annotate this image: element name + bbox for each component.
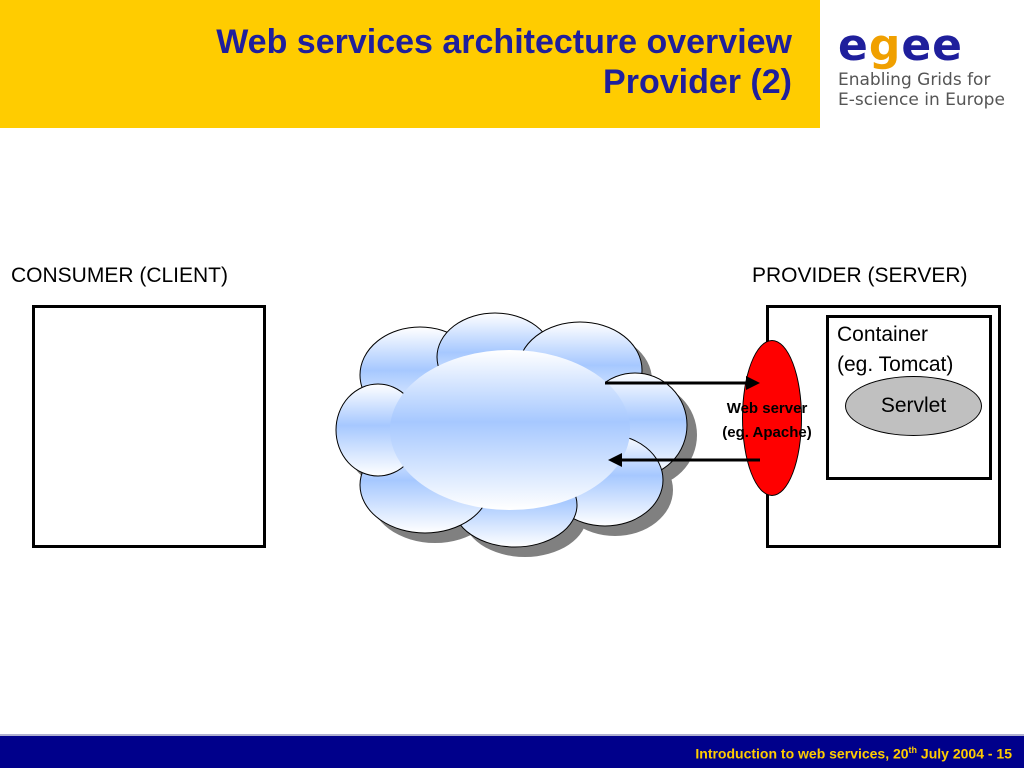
- title-line-2: Provider (2): [603, 63, 792, 101]
- page-title: Web services architecture overview Provi…: [216, 22, 792, 102]
- webserver-label-line-2: (eg. Apache): [722, 424, 812, 441]
- servlet-label: Servlet: [880, 394, 947, 417]
- network-cloud: [335, 312, 697, 557]
- webserver-label-line-1: Web server: [726, 400, 808, 417]
- footer-bar: Introduction to web services, 20th July …: [0, 734, 1024, 768]
- provider-label: PROVIDER (SERVER): [752, 264, 968, 287]
- container-label-line-2: (eg. Tomcat): [837, 353, 954, 376]
- egee-logo: egee Enabling Grids for E-science in Eur…: [838, 22, 1008, 122]
- webserver-label: Web server (eg. Apache): [700, 397, 834, 445]
- response-arrow: [608, 453, 760, 467]
- servlet-ellipse: Servlet: [845, 376, 982, 436]
- request-response-arrows: [605, 376, 760, 467]
- logo-tagline-2: E-science in Europe: [838, 90, 1005, 110]
- header-bar: [0, 0, 820, 128]
- container-label: Container (eg. Tomcat): [837, 320, 953, 380]
- container-label-line-1: Container: [837, 323, 929, 346]
- title-line-1: Web services architecture overview: [216, 23, 792, 61]
- footer-text: Introduction to web services, 20th July …: [695, 745, 1012, 762]
- logo-wordmark: egee: [838, 20, 964, 71]
- request-arrow: [605, 376, 760, 390]
- consumer-label: CONSUMER (CLIENT): [11, 264, 229, 287]
- logo-tagline-1: Enabling Grids for: [838, 70, 991, 90]
- consumer-box: [32, 305, 266, 548]
- webserver-ellipse: [742, 340, 802, 496]
